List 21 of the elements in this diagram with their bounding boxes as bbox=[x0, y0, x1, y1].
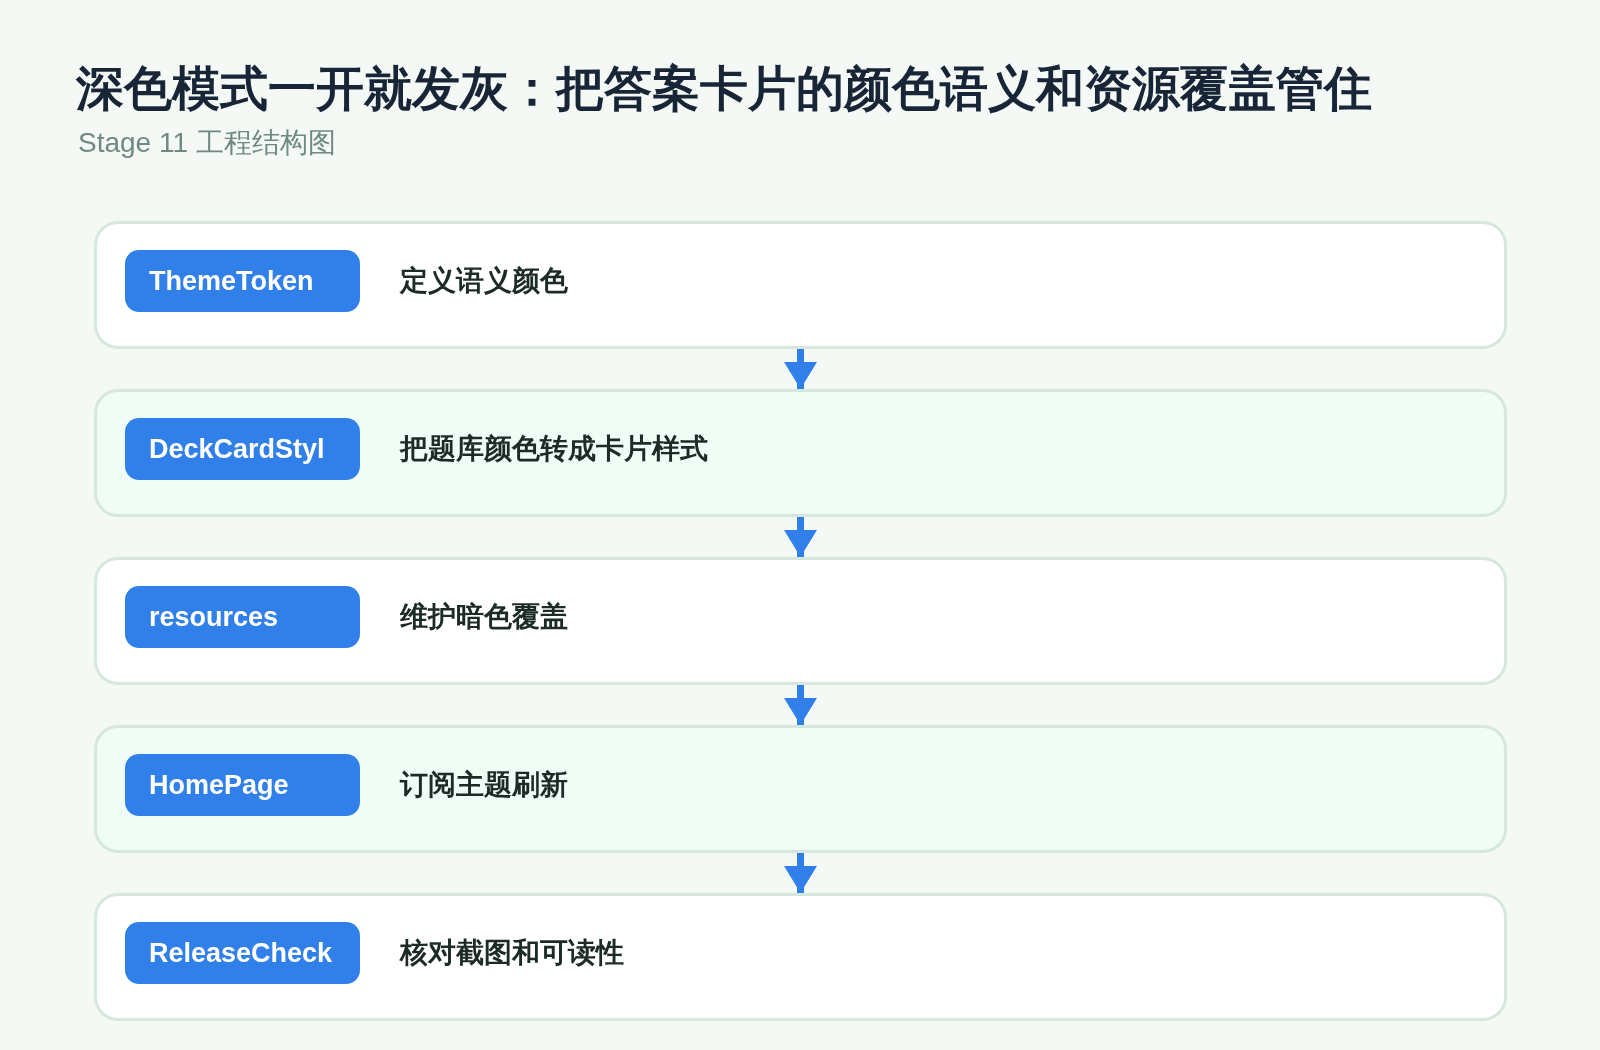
arrow bbox=[784, 685, 817, 725]
module-pill: ReleaseCheck bbox=[125, 922, 360, 984]
title: 深色模式一开就发灰：把答案卡片的颜色语义和资源覆盖管住 bbox=[76, 61, 1372, 117]
step-description: 把题库颜色转成卡片样式 bbox=[400, 432, 708, 466]
step-card bbox=[94, 389, 1507, 517]
module-pill: DeckCardStyl bbox=[125, 418, 360, 480]
arrow bbox=[784, 517, 817, 557]
step-card bbox=[94, 221, 1507, 349]
module-pill: resources bbox=[125, 586, 360, 648]
step-description: 核对截图和可读性 bbox=[400, 936, 624, 970]
module-pill: ThemeToken bbox=[125, 250, 360, 312]
step-description: 订阅主题刷新 bbox=[400, 768, 568, 802]
step-description: 维护暗色覆盖 bbox=[400, 600, 568, 634]
module-pill: HomePage bbox=[125, 754, 360, 816]
step-card bbox=[94, 725, 1507, 853]
arrow bbox=[784, 853, 817, 893]
arrow bbox=[784, 349, 817, 389]
step-description: 定义语义颜色 bbox=[400, 264, 568, 298]
subtitle: Stage 11 工程结构图 bbox=[78, 126, 336, 160]
step-card bbox=[94, 893, 1507, 1021]
step-card bbox=[94, 557, 1507, 685]
